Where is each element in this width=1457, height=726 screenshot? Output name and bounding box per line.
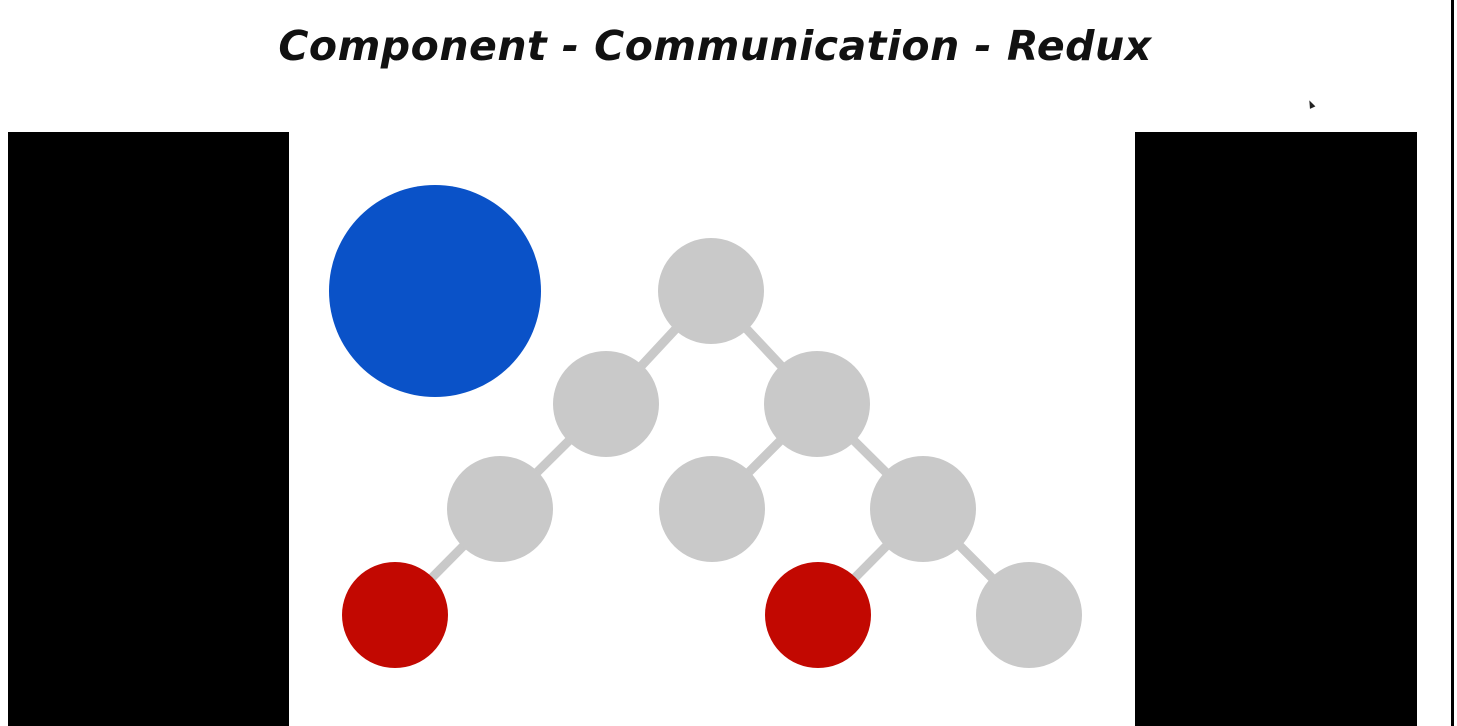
component-node-a [553, 351, 659, 457]
component-node-a1 [447, 456, 553, 562]
right-black-bar [1135, 132, 1417, 726]
component-node-b [764, 351, 870, 457]
right-edge-border [1451, 0, 1454, 726]
component-node-b2 [870, 456, 976, 562]
highlighted-component-node-a1x [342, 562, 448, 668]
component-node-b1 [659, 456, 765, 562]
highlighted-component-node-b2x [765, 562, 871, 668]
tree-nodes [342, 238, 1082, 668]
left-black-bar [8, 132, 289, 726]
slide-title: Component - Communication - Redux [278, 22, 1152, 70]
store-node [329, 185, 541, 397]
component-node-b2y [976, 562, 1082, 668]
component-node-root [658, 238, 764, 344]
